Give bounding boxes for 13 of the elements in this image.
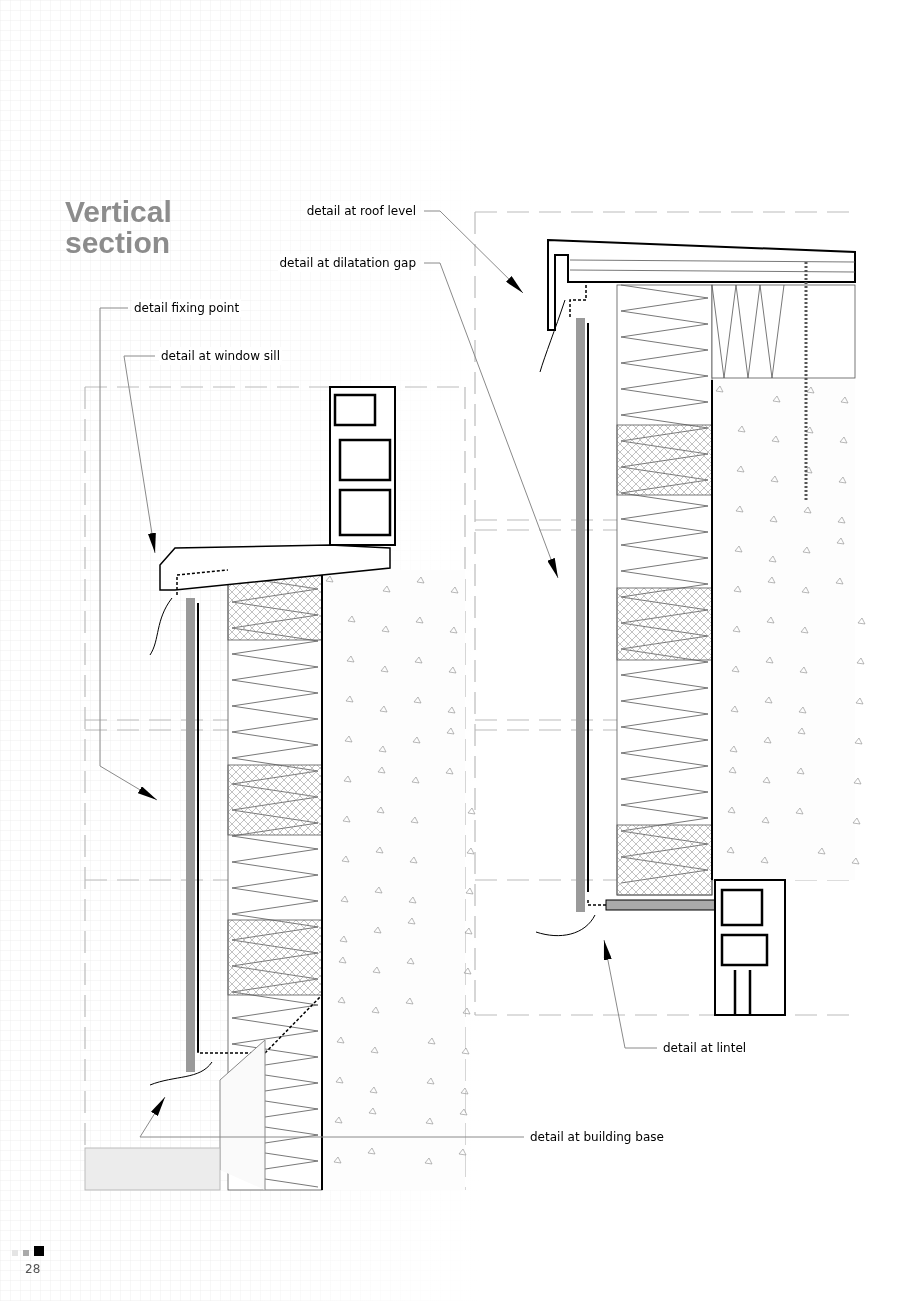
callout-label: detail at window sill: [159, 347, 282, 365]
leader-line: [603, 939, 658, 1049]
callout-label: detail at roof level: [304, 202, 418, 220]
leader-line: [99, 307, 158, 801]
leader-line: [423, 210, 524, 294]
callout-label: detail fixing point: [132, 299, 242, 317]
leader-line: [139, 1096, 525, 1138]
leader-line: [423, 262, 559, 579]
callout-label: detail at dilatation gap: [277, 254, 418, 272]
page-number: 28: [25, 1261, 41, 1278]
page-title: Vertical section: [65, 196, 173, 258]
callout-label: detail at building base: [528, 1128, 666, 1146]
leader-line: [123, 355, 156, 554]
